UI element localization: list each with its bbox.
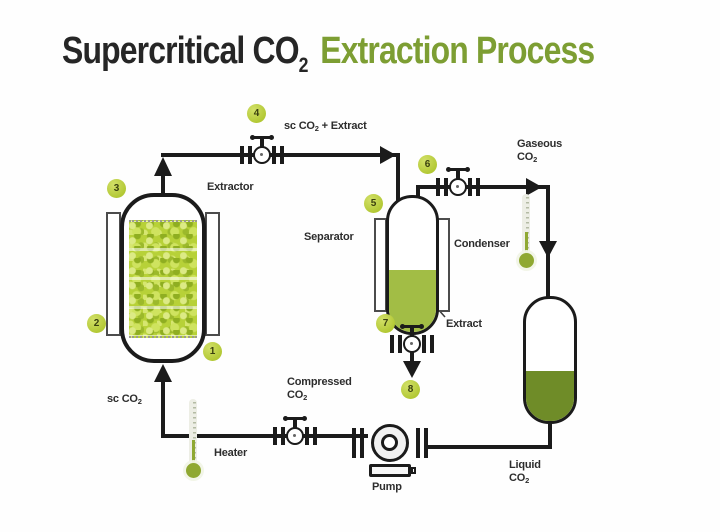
valve-handle-icon [283,416,307,421]
label-condenser: Condenser [454,238,510,250]
liquid-co2-fill [526,371,574,421]
step-badge-5: 5 [364,194,383,213]
valve-handle-icon [400,324,424,329]
valve-6-separator-outlet [430,163,486,203]
valve-flange-left [240,146,252,164]
label-liquid-co2: Liquid CO2 [509,459,541,485]
thermometer-track [522,194,530,258]
extractor-left-jacket [106,212,121,336]
step-badge-2: 2 [87,314,106,333]
valve-4-extractor-outlet [234,131,290,171]
step-badge-6: 6 [418,155,437,174]
valve-stem [293,420,297,429]
valve-stem [260,139,264,148]
label-pump: Pump [372,481,402,493]
arrow-down-to-liquidco2-vessel [539,241,557,258]
arrow-up-into-extractor [154,364,172,382]
arrow-right-to-separator [380,146,396,164]
pipe-liquidco2-to-pump [428,420,552,449]
pump-flange-right [416,428,428,458]
valve-compressed-co2 [267,412,323,452]
pump-base-nub [411,467,416,474]
valve-7-extract-outlet [384,320,440,360]
step-badge-1: 1 [203,342,222,361]
valve-flange-right [422,335,434,353]
plant-material-fill [129,220,197,338]
label-sc-co2-plus-extract: sc CO2 + Extract [284,120,367,133]
thermometer-bulb [185,463,201,478]
separator-vessel [386,195,439,335]
arrow-down-extract-outlet [403,361,421,378]
step-badge-3: 3 [107,179,126,198]
extractor-vessel [120,193,206,363]
pump-base [369,464,411,477]
title-subscript: 2 [298,54,309,77]
arrow-up-extractor-outlet [154,157,172,176]
pressure-gauge-icon [253,146,271,164]
valve-stem [410,328,414,337]
valve-stem [456,171,460,180]
page-title: Supercritical CO2 Extraction Process [62,30,595,78]
title-black-part: Supercritical CO2 [62,30,309,77]
thermometer-bulb [518,253,534,268]
valve-handle-icon [446,167,470,172]
pump-body [371,424,409,462]
separator-extract-liquid [389,270,436,332]
thermometer-stem [191,439,195,470]
extractor-right-jacket [205,212,220,336]
condenser-thermometer-icon [515,194,537,268]
step-badge-8: 8 [401,380,420,399]
label-heater: Heater [214,447,248,459]
step-badge-4: 4 [247,104,266,123]
label-separator: Separator [304,231,354,243]
thermometer-track [189,399,197,468]
valve-flange-left [390,335,402,353]
liquid-co2-vessel [523,296,577,424]
label-extract: Extract [446,318,482,330]
valve-flange-right [272,146,284,164]
valve-flange-right [305,427,317,445]
valve-flange-left [273,427,285,445]
valve-flange-right [468,178,480,196]
label-compressed-co2: Compressed CO2 [287,376,352,402]
pump-flange-left [352,428,364,458]
arrow-right-gaseous-co2 [526,178,542,196]
pressure-gauge-icon [449,178,467,196]
label-gaseous-co2: Gaseous CO2 [517,138,563,164]
pressure-gauge-icon [403,335,421,353]
pressure-gauge-icon [286,427,304,445]
label-sc-co2: sc CO2 [107,393,142,406]
step-badge-7: 7 [376,314,395,333]
label-extractor: Extractor [207,181,254,193]
thermometer-stem [524,231,528,260]
title-green-part: Extraction Process [320,30,595,72]
valve-flange-left [436,178,448,196]
valve-handle-icon [250,135,274,140]
pump-icon [352,420,428,480]
heater-thermometer-icon [182,399,204,478]
